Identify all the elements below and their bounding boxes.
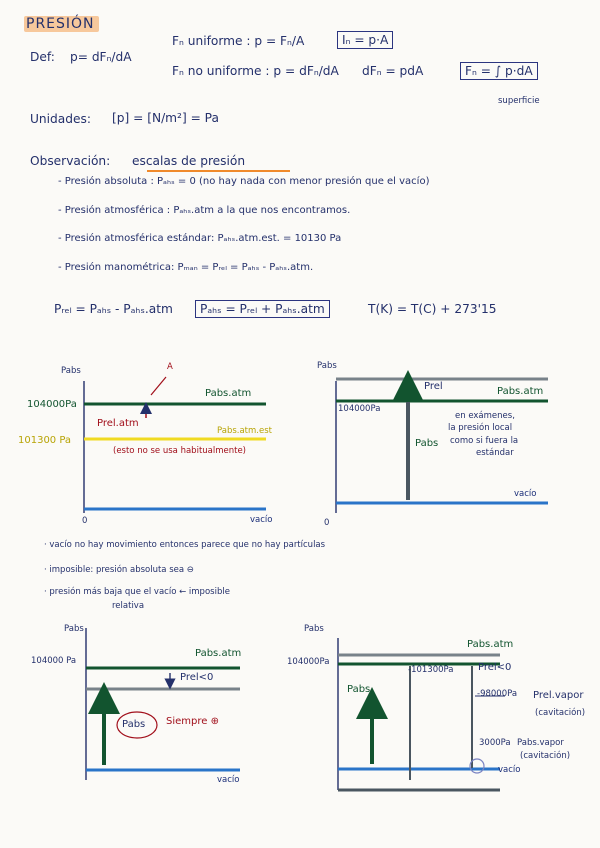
diagram2-exam-note-line-1: en exámenes, bbox=[455, 411, 515, 421]
definition-label: Def: bbox=[30, 50, 55, 64]
relation-formula: Pᵣₑₗ = Pₐₕₛ - Pₐₕₛ.atm bbox=[54, 302, 173, 316]
observation-item-3: - Presión atmosférica estándar: Pₐₕₛ.atm… bbox=[58, 233, 342, 244]
relation-box: Pₐₕₛ = Pᵣₑₗ + Pₐₕₛ.atm bbox=[195, 300, 330, 319]
observation-topic: escalas de presión bbox=[132, 154, 246, 168]
definition-nonuniform-result: Fₙ = ∫ p·dA bbox=[460, 62, 538, 81]
diagram1-a-arrow bbox=[150, 376, 167, 396]
diagram4-standard-value: -101300Pa bbox=[408, 665, 454, 675]
diagram3-patm-value: 104000 Pa bbox=[31, 656, 77, 666]
diagram3-prel-label: Prel<0 bbox=[180, 672, 214, 683]
diagram2-axis-label: Pabs bbox=[317, 361, 337, 371]
diagram3-always-label: Siempre ⊕ bbox=[166, 716, 219, 727]
diagram2-zero-label: 0 bbox=[324, 518, 330, 528]
diagram4-axis-label: Pabs bbox=[304, 624, 324, 634]
note-1: · vacío no hay movimiento entonces parec… bbox=[44, 540, 326, 550]
diagram4-low-value: 3000Pa bbox=[479, 738, 511, 748]
diagram4-vapor-label: Prel.vapor bbox=[533, 690, 584, 701]
surface-label: superficie bbox=[498, 96, 540, 106]
diagram3-pabs-circle bbox=[116, 711, 158, 739]
diagram4-pabs-label: Pabs bbox=[347, 684, 371, 695]
definition-main: p= dFₙ/dA bbox=[70, 50, 132, 64]
diagram1-a-label: A bbox=[167, 362, 173, 372]
diagram3-vacuum-label: vacío bbox=[217, 775, 240, 785]
units-formula: [p] = [N/m²] = Pa bbox=[112, 111, 219, 125]
diagram1-standard-value: 101300 Pa bbox=[18, 435, 72, 446]
diagram2-prel-label: Prel bbox=[424, 381, 443, 392]
diagram3-patm-line-label: Pabs.atm bbox=[195, 648, 242, 659]
diagram4-prel-label: Prel<0 bbox=[478, 662, 512, 673]
definition-uniform-result: Iₙ = p·A bbox=[337, 31, 394, 50]
observation-item-1: - Presión absoluta : Pₐₕₛ = 0 (no hay na… bbox=[58, 176, 430, 187]
diagram2-exam-note-line-3: como si fuera la bbox=[450, 436, 519, 446]
diagram1-note: (esto no se usa habitualmente) bbox=[113, 446, 247, 456]
diagram3-pabs-label: Pabs bbox=[122, 719, 146, 730]
diagram3-axis-label: Pabs bbox=[64, 624, 84, 634]
observation-label: Observación: bbox=[30, 154, 111, 168]
diagram4-patm-value: 104000Pa bbox=[287, 657, 330, 667]
diagram2-patm-line-label: Pabs.atm bbox=[497, 386, 544, 397]
diagram1-vacuum-label: vacío bbox=[250, 515, 273, 525]
note-2: · imposible: presión absoluta sea ⊖ bbox=[44, 565, 194, 575]
diagram4-vacuum-label: vacío bbox=[498, 765, 521, 775]
diagram4-patm-line-label: Pabs.atm bbox=[467, 639, 514, 650]
definition-uniform: Fₙ uniforme : p = Fₙ/A bbox=[172, 34, 305, 48]
diagram1-patm-value: 104000Pa bbox=[27, 399, 77, 410]
diagram4-low-note: (cavitación) bbox=[520, 751, 571, 761]
diagram4-vapor-value: -98000Pa bbox=[477, 689, 518, 699]
definition-nonuniform-step: dFₙ = pdA bbox=[362, 64, 424, 78]
diagram2-vacuum-label: vacío bbox=[514, 489, 537, 499]
observation-item-2: - Presión atmosférica : Pₐₕₛ.atm a la qu… bbox=[58, 205, 351, 216]
diagram1-axis-label: Pabs bbox=[61, 366, 81, 376]
diagram2-exam-note-line-2: la presión local bbox=[448, 423, 513, 433]
note-extra: relativa bbox=[112, 601, 145, 611]
definition-nonuniform: Fₙ no uniforme : p = dFₙ/dA bbox=[172, 64, 339, 78]
units-label: Unidades: bbox=[30, 112, 91, 126]
diagram2-exam-note-line-4: estándar bbox=[476, 448, 514, 458]
diagram1-standard-line-label: Pabs.atm.est bbox=[217, 426, 272, 436]
diagram2-pabs-label: Pabs bbox=[415, 438, 439, 449]
diagram4-low-pressure-circle bbox=[469, 758, 485, 774]
page-title: PRESIÓN bbox=[24, 16, 99, 33]
note-3: · presión más baja que el vacío ← imposi… bbox=[44, 587, 230, 597]
observation-item-4: - Presión manométrica: Pₘₐₙ = Pᵣₑₗ = Pₐₕ… bbox=[58, 262, 314, 273]
diagram1-prel-label: Prel.atm bbox=[97, 418, 139, 429]
diagram2-patm-value: 104000Pa bbox=[338, 404, 381, 414]
diagram1-patm-line-label: Pabs.atm bbox=[205, 388, 252, 399]
diagram4-low-label: Pabs.vapor bbox=[517, 738, 564, 748]
diagram4-vapor-note: (cavitación) bbox=[535, 708, 586, 718]
diagram1-zero-label: 0 bbox=[82, 516, 88, 526]
temperature-formula: T(K) = T(C) + 273'15 bbox=[368, 302, 497, 316]
